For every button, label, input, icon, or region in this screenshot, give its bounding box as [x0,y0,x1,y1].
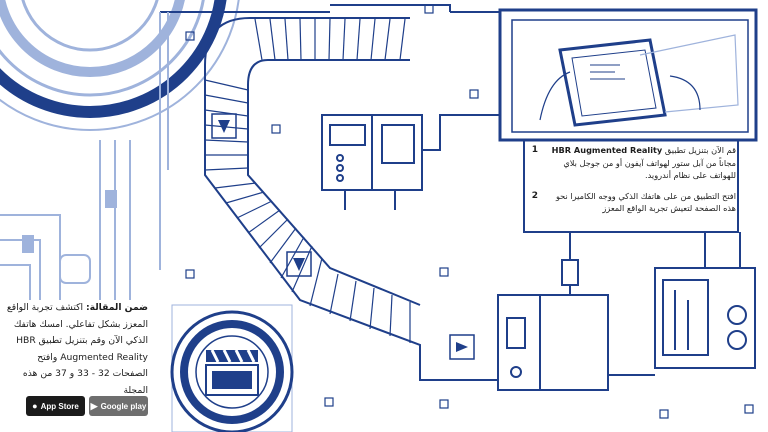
instruction-steps: 1 قم الآن بتنزيل تطبيق HBR Augmented Rea… [530,144,736,223]
article-caption: ضمن المقالة: اكتشف تجربة الواقع المعزز ب… [6,300,148,399]
app-store-label: App Store [40,401,79,411]
step-text: افتح التطبيق من على هاتفك الذكي ووجه الك… [546,190,736,215]
google-play-label: Google play [100,401,147,411]
step-text-before: افتح التطبيق من على هاتفك الذكي ووجه الك… [555,190,736,214]
google-play-badge[interactable]: ▶ Google play [89,396,148,416]
caption-body: اكتشف تجربة الواقع المعزز بشكل تفاعلي. ا… [6,302,148,396]
apple-icon: ● [32,401,38,411]
conveyor-belt [204,17,475,360]
step-1: 1 قم الآن بتنزيل تطبيق HBR Augmented Rea… [530,144,736,182]
step-number: 1 [531,145,538,155]
gear-arcs [0,0,240,131]
caption-lead: ضمن المقالة: [85,302,148,313]
right-machine [561,232,756,369]
central-machine [321,114,500,210]
app-store-badge[interactable]: ● App Store [26,396,85,416]
step-number: 2 [531,190,538,201]
round-hatch [170,304,294,432]
left-pipes [0,140,131,300]
step-2: 2 افتح التطبيق من على هاتفك الذكي ووجه ا… [530,190,736,215]
app-name: HBR Augmented Reality [551,145,663,155]
bottom-machine [419,294,655,391]
clapperboard-icon [205,349,259,396]
step-text: قم الآن بتنزيل تطبيق HBR Augmented Reali… [546,144,736,182]
warning-triangle-icon [218,120,230,133]
store-badges: ● App Store ▶ Google play [26,396,148,416]
step-text-before: قم الآن بتنزيل تطبيق [664,145,736,155]
tablet-screen [498,8,758,142]
step-text-after: مجاناً من آبل ستور لهواتف آيفون أو من جو… [563,157,736,181]
google-play-icon: ▶ [90,400,98,411]
